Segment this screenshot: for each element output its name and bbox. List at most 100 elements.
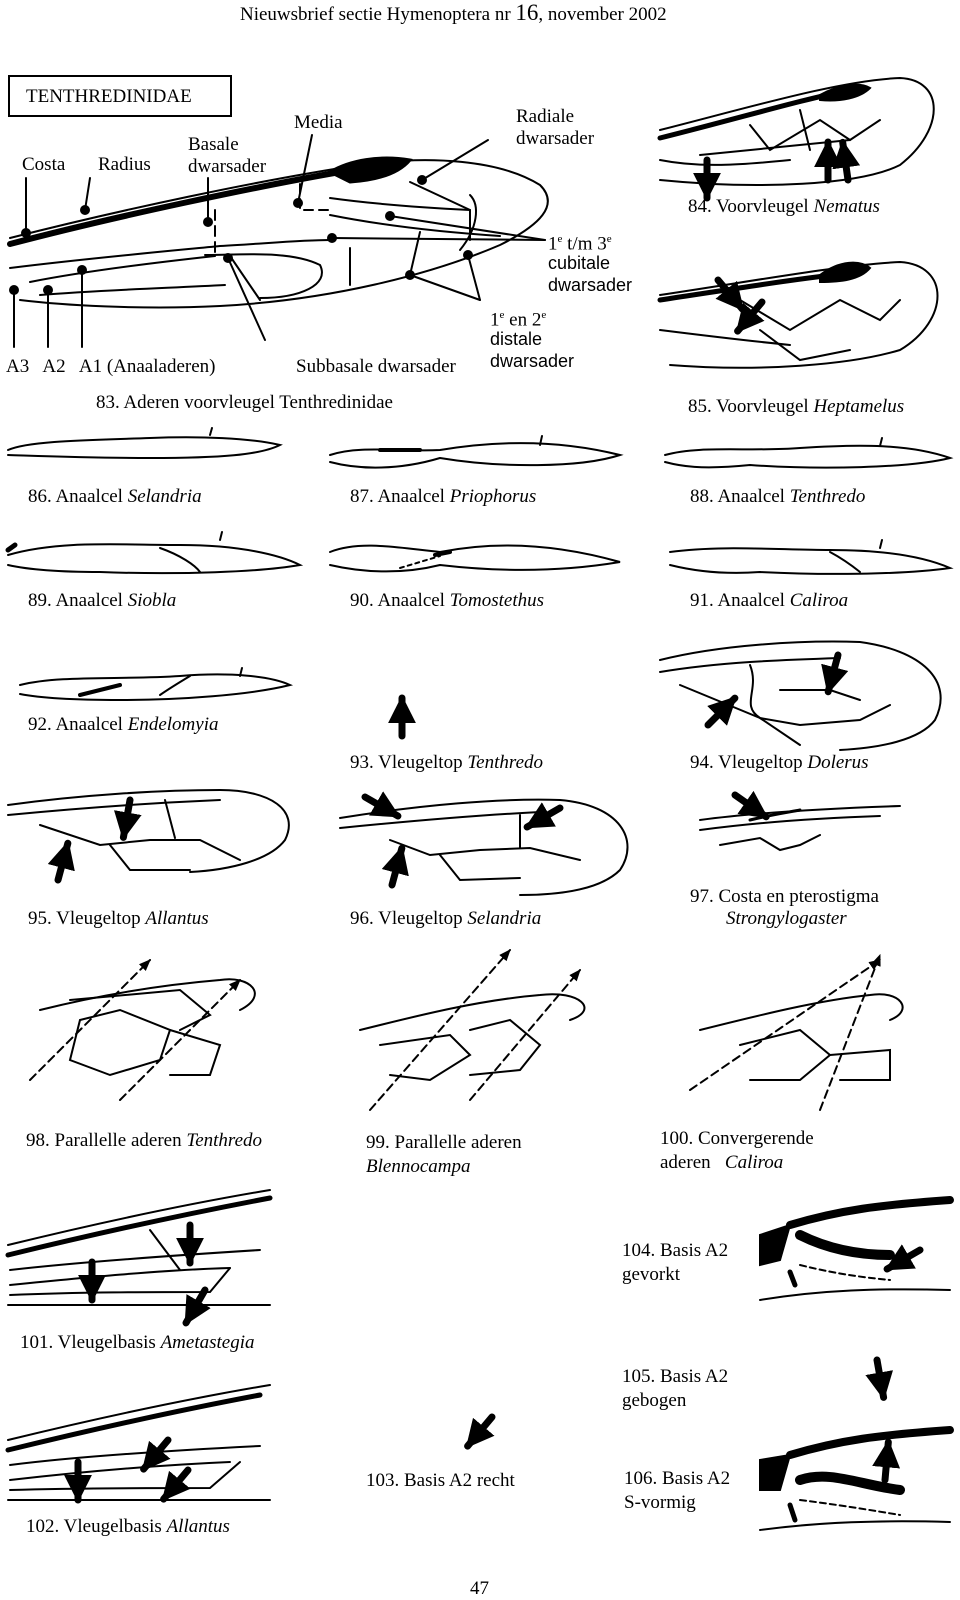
header-title: Nieuwsbrief sectie Hymenoptera nr <box>240 4 516 25</box>
caption-97: 97. Costa en pterostigma <box>690 886 879 907</box>
label-basale-2: dwarsader <box>188 156 267 177</box>
caption-90-num: 90. Anaalcel <box>350 590 450 611</box>
label-cubitale-1: 1e t/m 3e <box>548 228 612 255</box>
label-radiale-2: dwarsader <box>516 128 595 149</box>
label-cubitale-sup: e <box>557 233 563 245</box>
caption-94-name: Dolerus <box>807 752 869 773</box>
figure-95-allantus-wingtip <box>7 788 290 880</box>
caption-102-name: Allantus <box>166 1516 230 1537</box>
caption-89-name: Siobla <box>127 590 177 611</box>
caption-85: 85. Voorvleugel Heptamelus <box>688 396 904 418</box>
figure-97-costa-pterostigma <box>699 795 901 852</box>
figure-85-heptamelus-wing <box>657 260 939 369</box>
label-cubitale-2: cubitale <box>548 253 611 273</box>
label-subbasale: Subbasale dwarsader <box>296 356 456 377</box>
caption-100: 100. Convergerende <box>660 1128 814 1149</box>
caption-93-name: Tenthredo <box>467 752 544 773</box>
caption-104: 104. Basis A2 <box>622 1240 729 1261</box>
caption-105: 105. Basis A2 <box>622 1366 729 1387</box>
label-cubitale-3: dwarsader <box>548 275 633 295</box>
figure-102-allantus-base <box>5 1384 271 1500</box>
caption-89: 89. Anaalcel Siobla <box>28 590 176 612</box>
caption-84: 84. Voorvleugel Nematus <box>688 196 880 218</box>
label-distale-1: 1e en 2e <box>490 304 546 331</box>
caption-88-num: 88. Anaalcel <box>690 486 790 507</box>
caption-84-name: Nematus <box>813 196 880 217</box>
caption-84-num: 84. Voorvleugel <box>688 196 814 217</box>
caption-100-num2: aderen <box>660 1152 725 1173</box>
caption-97-name: Strongylogaster <box>726 908 847 929</box>
caption-98-num: 98. Parallelle aderen <box>26 1130 187 1151</box>
caption-98-name: Tenthredo <box>186 1130 263 1151</box>
caption-94-num: 94. Vleugeltop <box>690 752 808 773</box>
caption-106-line2: S-vormig <box>624 1492 696 1513</box>
caption-86-num: 86. Anaalcel <box>28 486 128 507</box>
figure-106-a2-s-shaped <box>759 1426 954 1531</box>
figure-104-a2-forked <box>759 1196 954 1301</box>
caption-104-line2: gevorkt <box>622 1264 681 1285</box>
caption-96-num: 96. Vleugeltop <box>350 908 468 929</box>
label-distale-sup: e <box>499 309 505 321</box>
caption-105-line2: gebogen <box>622 1390 687 1411</box>
family-title-box <box>8 75 232 117</box>
caption-95-num: 95. Vleugeltop <box>28 908 146 929</box>
caption-98: 98. Parallelle aderen Tenthredo <box>26 1130 262 1152</box>
caption-90-name: Tomostethus <box>449 590 545 611</box>
caption-101-name: Ametastegia <box>160 1332 255 1353</box>
caption-93-num: 93. Vleugeltop <box>350 752 468 773</box>
figure-96-selandria-wingtip <box>339 797 629 896</box>
figure-84-nematus-wing <box>657 76 935 198</box>
family-title: TENTHREDINIDAE <box>26 86 192 107</box>
caption-91-name: Caliroa <box>789 590 849 611</box>
caption-89-num: 89. Anaalcel <box>28 590 128 611</box>
label-distale-2: distale <box>490 329 543 349</box>
caption-87-name: Priophorus <box>449 486 537 507</box>
caption-87: 87. Anaalcel Priophorus <box>350 486 536 508</box>
caption-101-num: 101. Vleugelbasis <box>20 1332 161 1353</box>
caption-91-num: 91. Anaalcel <box>690 590 790 611</box>
caption-88: 88. Anaalcel Tenthredo <box>690 486 865 508</box>
label-distale-3: dwarsader <box>490 351 575 371</box>
caption-85-num: 85. Voorvleugel <box>688 396 814 417</box>
label-basale-1: Basale <box>188 134 239 155</box>
caption-103: 103. Basis A2 recht <box>366 1470 515 1491</box>
label-distale-1b: en 2 <box>504 309 542 331</box>
caption-99: 99. Parallelle aderen <box>366 1132 522 1153</box>
label-media: Media <box>294 112 343 133</box>
figures-98-100-parallel-veins <box>29 949 904 1111</box>
page-header: Nieuwsbrief sectie Hymenoptera nr 16, no… <box>240 0 667 26</box>
figure-83-forewing <box>7 134 549 348</box>
label-radiale-1: Radiale <box>516 106 575 127</box>
caption-88-name: Tenthredo <box>789 486 866 507</box>
caption-94: 94. Vleugeltop Dolerus <box>690 752 869 774</box>
caption-99-name: Blennocampa <box>366 1156 471 1177</box>
label-radius: Radius <box>98 154 151 175</box>
caption-100-line2: aderen Caliroa <box>660 1152 783 1174</box>
label-distale-1a: 1 <box>490 309 500 331</box>
figure-101-ametastegia-base <box>5 1189 273 1323</box>
label-cubitale-sup2: e <box>606 233 612 245</box>
caption-83: 83. Aderen voorvleugel Tenthredinidae <box>96 392 393 413</box>
caption-101: 101. Vleugelbasis Ametastegia <box>20 1332 255 1354</box>
header-issue: 16 <box>515 0 539 25</box>
caption-106: 106. Basis A2 <box>624 1468 731 1489</box>
anal-cells <box>5 427 954 702</box>
caption-86-name: Selandria <box>127 486 202 507</box>
caption-92: 92. Anaalcel Endelomyia <box>28 714 218 736</box>
caption-86: 86. Anaalcel Selandria <box>28 486 202 508</box>
label-costa: Costa <box>22 154 66 175</box>
caption-92-num: 92. Anaalcel <box>28 714 128 735</box>
caption-90: 90. Anaalcel Tomostethus <box>350 590 544 612</box>
caption-93: 93. Vleugeltop Tenthredo <box>350 752 543 774</box>
header-date: , november 2002 <box>538 4 667 25</box>
caption-91: 91. Anaalcel Caliroa <box>690 590 848 612</box>
caption-95-name: Allantus <box>145 908 209 929</box>
caption-85-name: Heptamelus <box>813 396 905 417</box>
caption-95: 95. Vleugeltop Allantus <box>28 908 209 930</box>
figure-94-dolerus-wingtip <box>659 640 942 751</box>
caption-92-name: Endelomyia <box>127 714 219 735</box>
caption-102: 102. Vleugelbasis Allantus <box>26 1516 230 1538</box>
label-cubitale-1b: t/m 3 <box>562 233 607 255</box>
caption-102-num: 102. Vleugelbasis <box>26 1516 167 1537</box>
